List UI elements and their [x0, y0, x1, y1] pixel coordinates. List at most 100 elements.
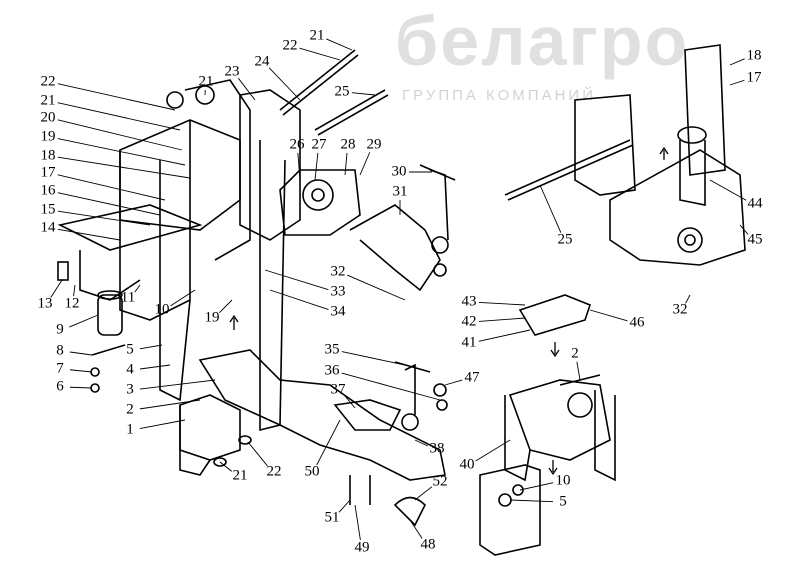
leader-line	[69, 369, 93, 373]
callout-label: 32	[672, 301, 688, 318]
leader-line	[341, 372, 441, 401]
leader-line	[414, 486, 433, 501]
leader-line	[299, 47, 341, 61]
leader-line	[685, 294, 691, 304]
leader-line	[314, 152, 319, 181]
leader-line	[139, 379, 216, 390]
callout-label: 24	[254, 53, 270, 70]
watermark-brand: белагро	[395, 2, 690, 80]
leader-line	[409, 519, 423, 539]
callout-label: 33	[330, 283, 346, 300]
leader-line	[139, 419, 186, 430]
callout-label: 21	[198, 73, 214, 90]
callout-label: 22	[266, 463, 282, 480]
leader-line	[709, 179, 747, 201]
leader-line	[57, 210, 151, 226]
callout-label: 18	[746, 47, 762, 64]
callout-label: 25	[334, 83, 350, 100]
leader-line	[297, 152, 301, 181]
upper-plate-assembly	[239, 49, 456, 432]
callout-label: 28	[340, 136, 356, 153]
leader-line	[57, 83, 176, 111]
callout-label: 8	[56, 342, 64, 359]
callout-label: 23	[224, 63, 240, 80]
callout-label: 48	[420, 536, 436, 553]
callout-label: 26	[289, 136, 305, 153]
callout-label: 10	[154, 301, 170, 318]
leader-line	[219, 299, 233, 313]
callout-label: 34	[330, 303, 346, 320]
arrows	[229, 146, 669, 476]
leader-line	[326, 38, 353, 51]
callout-label: 19	[204, 309, 220, 326]
leader-line	[344, 152, 348, 176]
leader-line	[69, 314, 99, 328]
callout-label: 45	[747, 231, 763, 248]
leader-line	[57, 192, 161, 216]
callout-label: 27	[311, 136, 327, 153]
leader-line	[57, 138, 186, 166]
watermark-subtitle: ГРУППА КОМПАНИЙ	[402, 87, 596, 104]
right-hitch-assembly	[479, 44, 746, 556]
leader-line	[729, 79, 745, 86]
leader-line	[316, 419, 341, 466]
leader-line	[354, 504, 361, 541]
callout-label: 40	[459, 456, 475, 473]
leader-line	[57, 156, 191, 179]
callout-label: 19	[40, 128, 56, 145]
leader-line	[414, 439, 428, 447]
left-bracket-assembly	[57, 79, 251, 402]
leader-line	[519, 482, 554, 491]
callout-label: 17	[746, 69, 762, 86]
leader-line	[139, 399, 201, 410]
leader-line	[338, 499, 351, 513]
leader-line	[139, 364, 171, 370]
leader-line	[347, 274, 406, 301]
callout-label: 6	[56, 378, 64, 395]
leader-line	[478, 301, 526, 306]
callout-label: 5	[126, 341, 134, 358]
callout-label: 3	[126, 381, 134, 398]
leader-line	[69, 351, 93, 356]
callout-label: 32	[330, 263, 346, 280]
leader-line	[57, 228, 121, 241]
callout-label: 18	[40, 147, 56, 164]
leader-line	[50, 279, 63, 298]
callout-label: 12	[64, 295, 80, 312]
leader-line	[509, 499, 554, 503]
callout-label: 30	[391, 163, 407, 180]
leader-line	[478, 329, 531, 342]
leader-line	[475, 439, 511, 462]
callout-label: 50	[304, 463, 320, 480]
leader-line	[268, 67, 301, 101]
leader-line	[589, 309, 628, 322]
callout-label: 14	[40, 219, 56, 236]
callout-label: 10	[555, 472, 571, 489]
callout-label: 13	[37, 295, 53, 312]
callout-label: 17	[40, 164, 56, 181]
leader-line	[237, 77, 256, 101]
leader-line	[478, 317, 526, 322]
callout-label: 1	[126, 421, 134, 438]
leader-line	[139, 344, 163, 350]
leader-line	[576, 361, 581, 381]
callout-label: 42	[461, 313, 477, 330]
leader-line	[57, 102, 181, 131]
callout-label: 22	[40, 73, 56, 90]
callout-label: 5	[559, 493, 567, 510]
leader-lines	[50, 38, 749, 541]
leader-line	[344, 395, 356, 409]
callout-label: 2	[126, 401, 134, 418]
callout-label: 49	[354, 539, 370, 556]
callout-label: 21	[232, 467, 248, 484]
leader-line	[739, 224, 749, 235]
leader-line	[219, 461, 233, 472]
leader-line	[247, 441, 268, 467]
leader-line	[264, 269, 329, 291]
callout-label: 31	[392, 183, 408, 200]
callout-label: 20	[40, 109, 56, 126]
callout-label: 52	[432, 473, 448, 490]
callout-label: 41	[461, 334, 477, 351]
callout-label: 16	[40, 182, 56, 199]
